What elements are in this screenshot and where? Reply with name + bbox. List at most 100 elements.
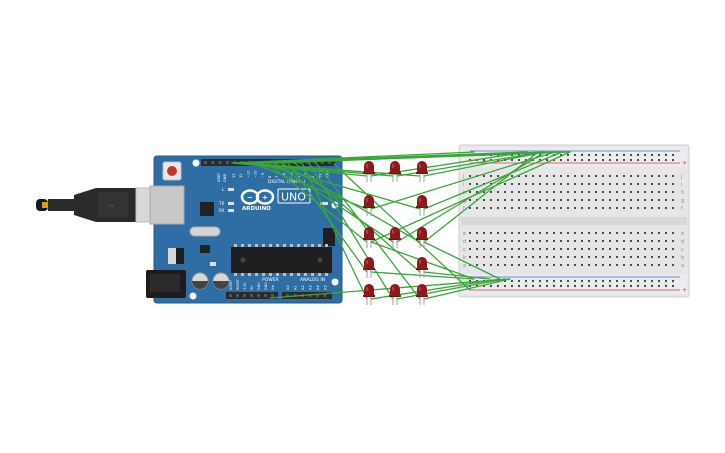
breadboard-hole[interactable] [672,207,674,209]
breadboard-hole[interactable] [518,191,520,193]
breadboard-hole[interactable] [644,248,646,250]
jumper-wire[interactable] [301,162,368,300]
breadboard-hole[interactable] [518,264,520,266]
breadboard-hole[interactable] [623,248,625,250]
breadboard-hole[interactable] [609,191,611,193]
breadboard-hole[interactable] [560,199,562,201]
breadboard-hole[interactable] [476,183,478,185]
breadboard-hole[interactable] [665,207,667,209]
rail-hole[interactable] [637,154,639,156]
breadboard-hole[interactable] [525,248,527,250]
breadboard-hole[interactable] [609,183,611,185]
breadboard-hole[interactable] [588,256,590,258]
breadboard-hole[interactable] [651,256,653,258]
breadboard-hole[interactable] [490,183,492,185]
breadboard-hole[interactable] [581,248,583,250]
breadboard-hole[interactable] [553,256,555,258]
rail-hole[interactable] [609,159,611,161]
breadboard-hole[interactable] [490,191,492,193]
breadboard-hole[interactable] [525,256,527,258]
analog-pin-hole[interactable] [286,294,289,297]
breadboard-hole[interactable] [539,199,541,201]
breadboard-hole[interactable] [602,240,604,242]
breadboard-hole[interactable] [490,232,492,234]
rail-hole[interactable] [616,280,618,282]
breadboard-hole[interactable] [539,264,541,266]
breadboard-hole[interactable] [651,248,653,250]
breadboard-hole[interactable] [581,199,583,201]
breadboard-hole[interactable] [630,248,632,250]
breadboard-hole[interactable] [588,207,590,209]
rail-hole[interactable] [630,159,632,161]
rail-hole[interactable] [476,285,478,287]
rail-hole[interactable] [511,159,513,161]
breadboard-hole[interactable] [637,232,639,234]
rail-hole[interactable] [602,280,604,282]
breadboard-hole[interactable] [595,248,597,250]
breadboard-hole[interactable] [616,183,618,185]
rail-hole[interactable] [567,159,569,161]
breadboard-hole[interactable] [483,248,485,250]
breadboard-hole[interactable] [595,232,597,234]
breadboard-hole[interactable] [504,240,506,242]
breadboard-hole[interactable] [644,256,646,258]
breadboard-hole[interactable] [525,240,527,242]
rail-hole[interactable] [623,159,625,161]
breadboard-hole[interactable] [497,191,499,193]
breadboard-hole[interactable] [588,264,590,266]
breadboard-hole[interactable] [602,248,604,250]
breadboard-hole[interactable] [581,264,583,266]
breadboard-hole[interactable] [609,232,611,234]
breadboard-hole[interactable] [637,248,639,250]
breadboard-hole[interactable] [525,207,527,209]
jumper-wire[interactable] [423,151,563,210]
breadboard-hole[interactable] [637,207,639,209]
breadboard-hole[interactable] [588,175,590,177]
led[interactable] [416,227,428,248]
breadboard-hole[interactable] [616,248,618,250]
breadboard-hole[interactable] [672,256,674,258]
breadboard-hole[interactable] [553,183,555,185]
rail-hole[interactable] [616,285,618,287]
breadboard-hole[interactable] [630,183,632,185]
rail-hole[interactable] [546,285,548,287]
rail-hole[interactable] [630,154,632,156]
breadboard-hole[interactable] [483,232,485,234]
breadboard-hole[interactable] [518,199,520,201]
breadboard-hole[interactable] [532,191,534,193]
rail-hole[interactable] [497,280,499,282]
rail-hole[interactable] [567,154,569,156]
breadboard-hole[interactable] [602,191,604,193]
rail-hole[interactable] [483,285,485,287]
breadboard-hole[interactable] [672,183,674,185]
breadboard-hole[interactable] [469,175,471,177]
rail-hole[interactable] [567,285,569,287]
rail-hole[interactable] [581,159,583,161]
breadboard-hole[interactable] [511,207,513,209]
breadboard-hole[interactable] [637,175,639,177]
breadboard-hole[interactable] [609,207,611,209]
rail-hole[interactable] [651,159,653,161]
analog-pin-hole[interactable] [323,294,327,297]
breadboard-hole[interactable] [623,256,625,258]
breadboard-hole[interactable] [581,240,583,242]
breadboard-hole[interactable] [518,232,520,234]
breadboard-hole[interactable] [539,175,541,177]
rail-hole[interactable] [658,285,660,287]
breadboard-hole[interactable] [469,199,471,201]
breadboard-hole[interactable] [637,256,639,258]
breadboard-hole[interactable] [574,199,576,201]
breadboard-hole[interactable] [532,248,534,250]
breadboard-hole[interactable] [469,256,471,258]
reset-button-cap[interactable] [167,166,177,176]
breadboard-hole[interactable] [497,175,499,177]
breadboard-hole[interactable] [616,191,618,193]
power-pin-hole[interactable] [229,294,232,297]
breadboard-hole[interactable] [511,256,513,258]
breadboard-hole[interactable] [595,256,597,258]
breadboard-hole[interactable] [476,264,478,266]
breadboard-hole[interactable] [567,232,569,234]
led[interactable] [416,195,428,216]
breadboard-hole[interactable] [546,191,548,193]
breadboard-hole[interactable] [651,264,653,266]
